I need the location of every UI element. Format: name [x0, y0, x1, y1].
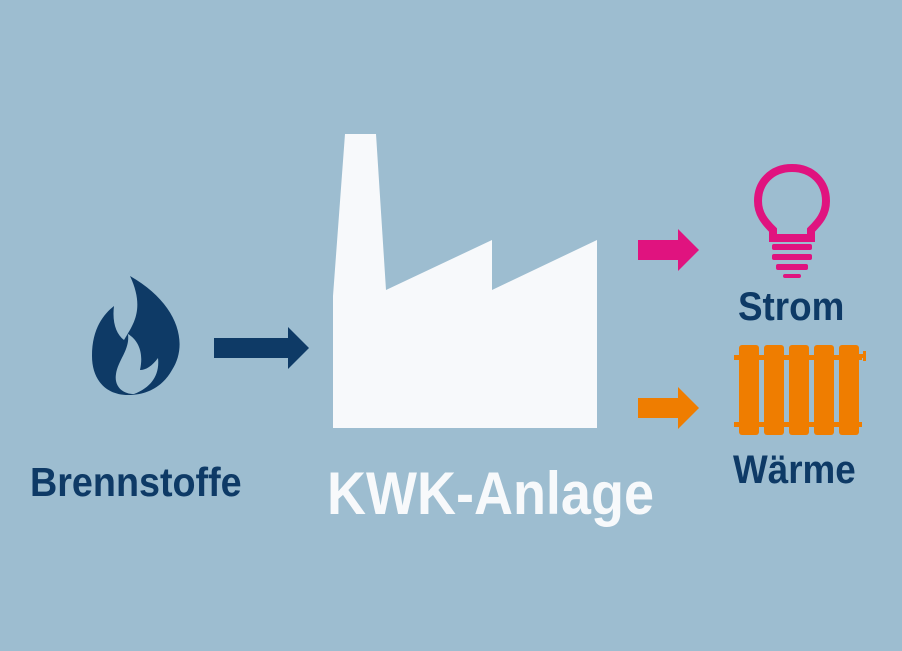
- light-bulb-icon: [753, 163, 831, 278]
- flame-icon: [92, 276, 180, 395]
- label-kwk-anlage: KWK-Anlage: [327, 460, 654, 527]
- factory-icon: [333, 134, 597, 428]
- label-brennstoffe: Brennstoffe: [30, 459, 242, 505]
- arrow-power: [638, 229, 699, 271]
- label-strom: Strom: [738, 285, 845, 329]
- arrow-input: [214, 327, 309, 369]
- label-waerme: Wärme: [733, 448, 856, 492]
- radiator-icon: [734, 345, 866, 435]
- arrow-heat: [638, 387, 699, 429]
